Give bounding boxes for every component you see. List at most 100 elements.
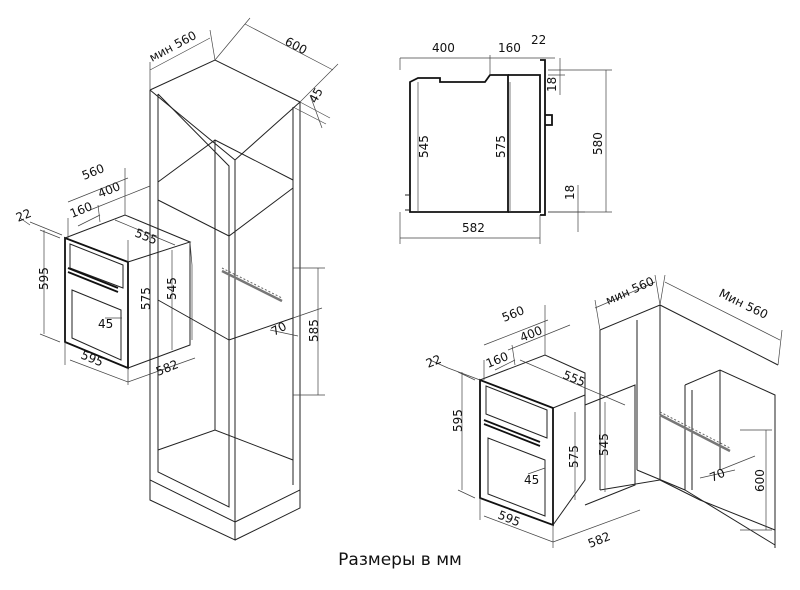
dim-600-lines — [214, 17, 339, 103]
column-oven-body-edge — [127, 240, 193, 340]
dim-body-width-lines — [127, 357, 196, 383]
dim-oven-body-height-a: 575 — [139, 287, 153, 310]
dim-height-lines — [149, 250, 173, 350]
dim-side-bottom-gap: 18 — [563, 185, 577, 200]
dim-cabinet-niche-height: 585 — [307, 319, 321, 342]
dim-uc-oven-inner-width: 555 — [561, 368, 587, 390]
dim-side-bottom-gap-lines — [548, 185, 585, 232]
side-view-body — [409, 74, 509, 213]
caption: Размеры в мм — [338, 550, 462, 570]
dim-width-lines — [64, 342, 129, 385]
dim-uc-width-min: Мин 560 — [717, 286, 771, 322]
column-oven-door — [71, 289, 122, 361]
dim-side-depth-body: 400 — [432, 41, 455, 55]
dim-uc-oven-22-lines — [429, 359, 481, 381]
column-oven-top — [64, 214, 192, 263]
dim-uc-oven-depth-total: 560 — [500, 303, 526, 325]
dim-oven-height: 595 — [37, 267, 51, 290]
dim-side-depth-front: 160 — [498, 41, 521, 55]
dim-uc-height-lines — [740, 429, 772, 531]
uc-vent-slot — [659, 411, 731, 449]
cabinet-vent-bar — [221, 269, 283, 303]
dim-min560-lines — [149, 29, 216, 90]
dim-uc-gap: 70 — [708, 466, 728, 485]
dim-oven-body-height-b: 545 — [165, 277, 179, 300]
dim-side-h-total: 580 — [591, 132, 605, 155]
dim-560-lines — [67, 168, 129, 238]
side-view-handle — [545, 114, 553, 126]
dim-oven-handle: 45 — [98, 317, 113, 331]
dim-uc-oven-body-height-b: 545 — [597, 433, 611, 456]
dim-uc-oven-595-lines — [457, 371, 476, 499]
dim-oven-front: 22 — [14, 206, 33, 225]
uc-oven-door — [487, 437, 546, 517]
uc-oven-panel — [485, 385, 548, 439]
uc-oven-front — [479, 378, 554, 527]
dim-uc-oven-body-width-lines — [552, 509, 641, 543]
dim-uc-niche-height: 600 — [753, 469, 767, 492]
cabinet-plinth-right — [234, 490, 301, 541]
cabinet-shelf-upper-back — [157, 139, 294, 183]
side-view-front-panel — [540, 59, 546, 216]
side-view-front-block — [508, 74, 541, 213]
dim-uc-oven-560-lines — [483, 305, 549, 380]
side-view: 400 160 22 545 575 580 18 18 582 — [399, 33, 612, 244]
uc-left-panel — [599, 304, 661, 491]
undercounter-oven: 560 400 160 22 595 555 575 545 45 595 58… — [424, 303, 641, 551]
dim-side-front: 22 — [531, 33, 546, 47]
dim-oven-inner-width: 555 — [133, 226, 159, 248]
dim-side-width: 582 — [462, 221, 485, 235]
column-oven-side — [127, 242, 191, 369]
uc-oven-body — [584, 384, 636, 506]
column-oven: 560 400 160 22 595 555 575 545 45 595 58… — [14, 161, 196, 385]
dim-uc-oven-body-width: 582 — [586, 529, 612, 551]
dim-side-top-gap-lines — [548, 58, 565, 95]
dim-400-lines — [89, 185, 151, 223]
uc-oven-handle — [483, 419, 541, 447]
column-oven-handle — [67, 267, 119, 293]
dim-uc-gap-lines — [699, 455, 756, 479]
uc-top-back — [659, 304, 779, 366]
side-view-foot — [405, 194, 411, 211]
dim-555-lines — [114, 219, 176, 246]
uc-oven-top-side — [479, 354, 586, 526]
dim-cabinet-width: 600 — [283, 34, 310, 57]
dim-side-400-lines — [399, 55, 491, 75]
dim-uc-oven-555-lines — [519, 359, 626, 406]
dim-uc-depth-lines — [594, 274, 661, 331]
dim-uc-oven-handle: 45 — [524, 473, 539, 487]
dim-160-lines — [77, 214, 101, 227]
uc-vent-bar — [659, 413, 731, 453]
dim-uc-width-lines — [659, 274, 783, 366]
dim-uc-oven-height: 595 — [451, 409, 465, 432]
dim-oven-depth-front: 160 — [68, 199, 94, 221]
dim-cabinet-gap: 70 — [269, 319, 289, 339]
dim-585-lines — [293, 267, 325, 396]
dim-595-lines — [39, 229, 61, 343]
dim-side-top-gap: 18 — [545, 77, 559, 92]
uc-floor-front — [636, 469, 776, 546]
cabinet-shelf-bottom — [157, 429, 294, 461]
dim-uc-depth-min: мин 560 — [604, 274, 657, 308]
dim-uc-oven-body-height-a: 575 — [567, 445, 581, 468]
cabinet-shelf-lower — [157, 299, 294, 341]
column-oven-panel — [69, 243, 124, 289]
cabinet-plinth-left — [149, 480, 236, 541]
dim-cabinet-panel: 45 — [306, 85, 326, 105]
dim-uc-oven-handle-lines — [527, 467, 546, 475]
cabinet-front-inner — [157, 93, 230, 508]
cabinet-front-left — [149, 89, 236, 523]
dim-uc-oven-400-lines — [507, 324, 571, 366]
dim-uc-oven-160-lines — [494, 359, 516, 371]
undercounter-cabinet: мин 560 Мин 560 70 600 — [594, 274, 783, 548]
dim-uc-oven-depth-front: 160 — [484, 349, 510, 371]
cabinet-top — [149, 59, 301, 161]
cabinet-shelf-upper — [157, 187, 294, 237]
dim-oven-depth-body: 400 — [96, 179, 122, 201]
dim-uc-oven-depth-body: 400 — [518, 323, 544, 345]
dim-uc-oven-front: 22 — [424, 352, 443, 371]
dim-side-h-body: 545 — [417, 135, 431, 158]
dim-uc-oven-width-lines — [479, 498, 554, 548]
